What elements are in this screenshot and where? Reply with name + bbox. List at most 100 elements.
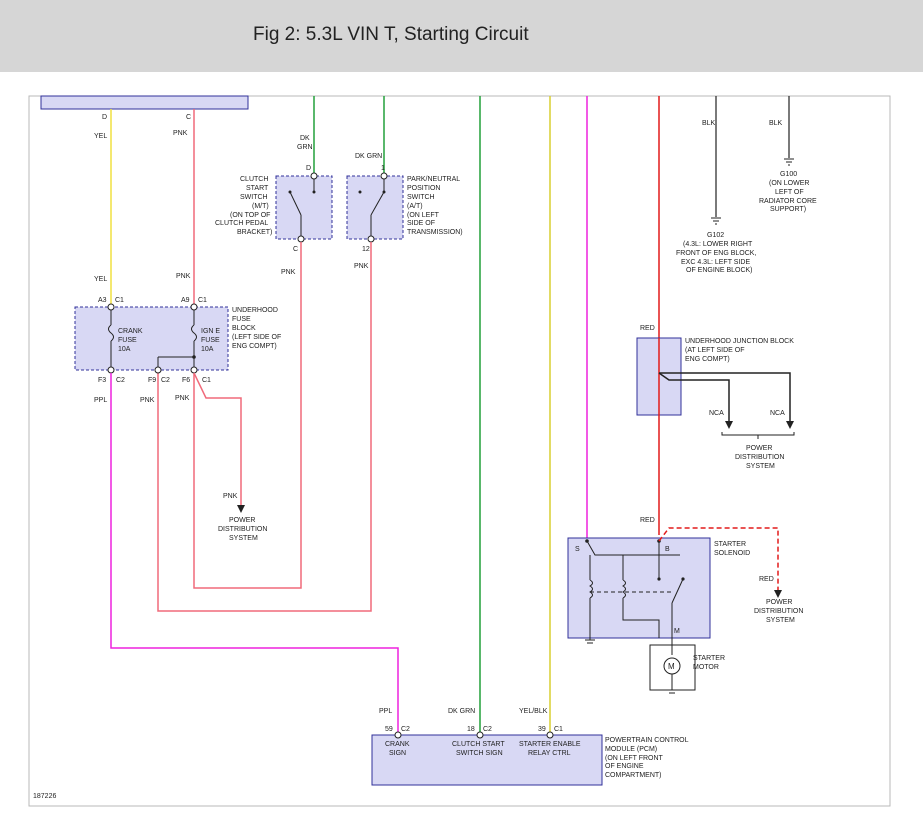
solenoid-contact-b [657,577,661,581]
pcm-label-3: OF ENGINE [605,763,644,770]
fuse-pin-a3: A3 [98,297,107,304]
fuse-terminal-f3 [107,366,115,374]
park-label-3: (A/T) [407,203,423,210]
ign-fuse-label-2: 10A [201,346,214,353]
solenoid-coil-2-lead [622,598,660,638]
solenoid-box [567,537,711,639]
diagram-frame [28,95,891,807]
nca-arrow-1 [725,421,733,429]
solenoid-pds-2: SYSTEM [766,617,795,624]
pds-left-wire: PNK [223,493,238,500]
park-blade [370,191,385,216]
crank-fuse-label-1: FUSE [118,337,137,344]
solenoid-label-1: SOLENOID [714,550,750,557]
fuse-pin-f3: F3 [98,377,106,384]
fuse-terminal-a3 [107,303,115,311]
pcm-label-0: POWERTRAIN CONTROL [605,737,689,744]
park-label-0: PARK/NEUTRAL [407,176,460,183]
wire-label-yel-top: YEL [94,133,107,140]
g100-label-0: G100 [780,171,797,178]
fuse-conn-a9: C1 [198,297,207,304]
clutch-label-5: CLUTCH PEDAL [215,220,268,227]
ground-blk-2: BLK [769,120,783,127]
pcm-conn-39: C1 [554,726,563,733]
fuse-terminal-a9 [190,303,198,311]
motor-label-1: MOTOR [693,664,719,671]
park-contact-bottom [367,235,375,243]
g102-label-2: FRONT OF ENG BLOCK, [676,250,756,257]
pcm-label-1: MODULE (PCM) [605,746,657,753]
clutch-pivot-a [312,190,316,194]
fuse-conn-f3: C2 [116,377,125,384]
fuse-pin-a9: A9 [181,297,190,304]
pds-left-arrow [237,505,245,513]
wire-ppl-crank [110,373,399,734]
pds-left-label-0: POWER [229,517,255,524]
solenoid-wire-red: RED [640,517,655,524]
clutch-pin-c: C [293,246,298,253]
clutch-contact-bottom [297,235,305,243]
park-wire-pnk: PNK [354,263,369,270]
park-pin-1: 1 [381,165,385,172]
wire-pnk-park [157,242,372,612]
g100-label-4: SUPPORT) [770,206,806,213]
park-label-2: SWITCH [407,194,435,201]
clutch-label-1: START [246,185,269,192]
crank-fuse-label-0: CRANK [118,328,143,335]
ign-fuse-label-0: IGN E [201,328,220,335]
motor-label-0: STARTER [693,655,725,662]
solenoid-term-b: B [665,546,670,553]
g102-label-4: OF ENGINE BLOCK) [686,267,753,274]
solenoid-pds-wire: RED [759,576,774,583]
solenoid-label-0: STARTER [714,541,746,548]
fuse-conn-f9: C2 [161,377,170,384]
fuse-block-label-3: (LEFT SIDE OF [232,334,281,341]
solenoid-coil-2 [622,579,626,599]
top-pin-c: C [186,114,191,121]
fuse-block-label-2: BLOCK [232,325,256,332]
wire-red-dashed-pds [658,527,779,591]
pcm-label-2: (ON LEFT FRONT [605,755,664,762]
clutch-label-2: SWITCH [240,194,268,201]
junction-brace [721,432,795,439]
g102-label-1: (4.3L: LOWER RIGHT [683,241,753,248]
park-label-4: (ON LEFT [407,212,440,219]
clutch-wire-pnk: PNK [281,269,296,276]
junction-label-1: (AT LEFT SIDE OF [685,347,745,354]
g100-label-2: LEFT OF [775,189,804,196]
park-pin-12: 12 [362,246,370,253]
nca-label-1: NCA [709,410,724,417]
pcm-wire-dkgrn: DK GRN [448,708,475,715]
solenoid-contact-blade [671,578,684,604]
solenoid-terminal-s [585,539,589,543]
fuse-terminal-f9 [154,366,162,374]
pds-left-label-2: SYSTEM [229,535,258,542]
pcm-wire-ppl: PPL [379,708,392,715]
pds-left-label-1: DISTRIBUTION [218,526,267,533]
clutch-wire-dk: DK [300,135,310,142]
clutch-pin-d: D [306,165,311,172]
fuse-conn-f6: C1 [202,377,211,384]
g102-label-3: EXC 4.3L: LEFT SIDE [681,259,750,266]
ign-fuse-symbol [191,324,197,342]
clutch-label-0: CLUTCH [240,176,268,183]
solenoid-term-s: S [575,546,580,553]
park-wire-dkgrn: DK GRN [355,153,382,160]
pcm-terminal-18 [476,731,484,739]
pcm-conn-59: C2 [401,726,410,733]
wire-label-yel-mid: YEL [94,276,107,283]
nca-label-2: NCA [770,410,785,417]
park-label-5: SIDE OF [407,220,435,227]
solenoid-pds-arrow [774,590,782,598]
fuse-block-label-4: ENG COMPT) [232,343,277,350]
crank-fuse-label-2: 10A [118,346,131,353]
clutch-label-4: (ON TOP OF [230,212,270,219]
junction-pds-1: DISTRIBUTION [735,454,784,461]
solenoid-internal-s [586,540,680,556]
wire-ppl-solenoid [586,96,600,542]
wire-label-pnk-f6: PNK [175,395,190,402]
pcm-label-4: COMPARTMENT) [605,772,662,779]
clutch-label-6: BRACKET) [237,229,272,236]
ground-blk-1: BLK [702,120,716,127]
solenoid-coil-1 [589,579,593,599]
